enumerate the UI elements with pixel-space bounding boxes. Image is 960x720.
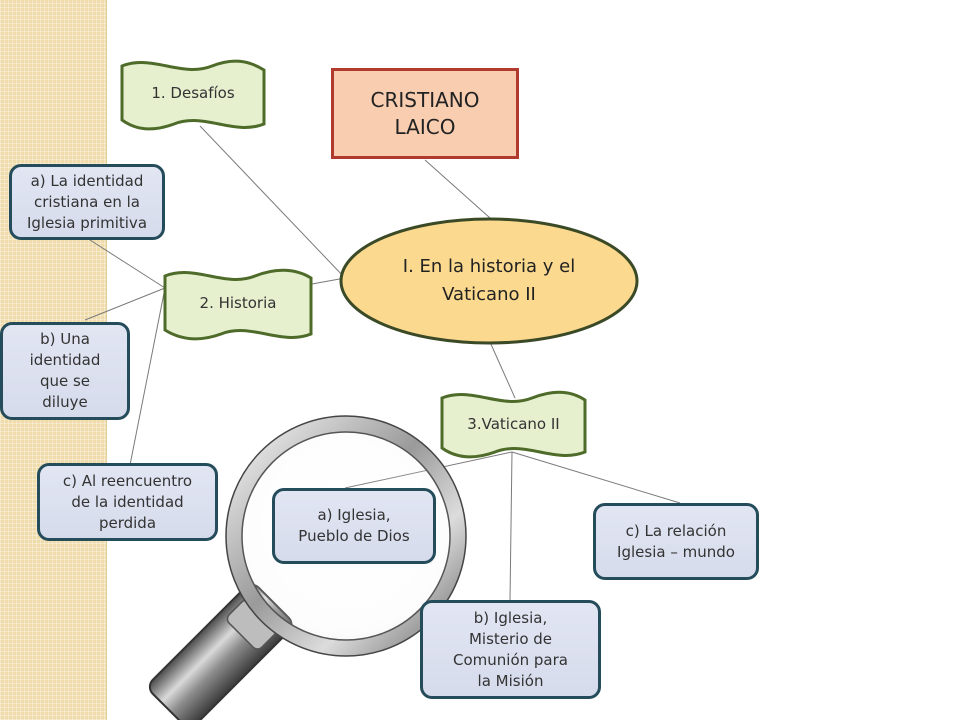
box-line: Pueblo de Dios — [298, 527, 410, 545]
box-line: Iglesia primitiva — [26, 213, 148, 232]
box-line: que se — [39, 372, 91, 390]
center-line2: Vaticano II — [442, 284, 536, 305]
box-line: Comunión para — [453, 650, 568, 669]
box-misterio-comunion: b) Iglesia, Misterio de Comunión para la… — [420, 600, 601, 699]
magnifying-glass-icon — [148, 415, 467, 720]
box-line: c) Al reencuentro — [62, 471, 193, 490]
box-line: c) La relación — [625, 521, 727, 540]
banner-historia-shape — [163, 268, 313, 341]
title-line2: LAICO — [394, 114, 456, 139]
box-line: a) Iglesia, — [317, 506, 391, 524]
box-line: diluye — [42, 393, 88, 411]
box-line: la Misión — [477, 671, 544, 690]
title-line1: CRISTIANO — [370, 87, 480, 112]
box-line: Misterio de — [468, 629, 553, 648]
box-identidad-diluye: b) Una identidad que se diluye — [0, 322, 130, 420]
box-line: Iglesia – mundo — [617, 542, 735, 561]
center-label: I. En la historia y el Vaticano II — [345, 246, 633, 316]
box-line: identidad — [29, 351, 101, 369]
box-line: de la identidad — [71, 492, 184, 511]
banner-historia-label: 2. Historia — [199, 294, 277, 312]
banner-vaticano-label: 3.Vaticano II — [467, 415, 560, 433]
box-identidad-primitiva: a) La identidad cristiana en la Iglesia … — [9, 164, 165, 240]
box-line: perdida — [98, 513, 157, 532]
box-line: cristiana en la — [34, 192, 140, 211]
box-line: a) La identidad — [30, 171, 144, 190]
title-box: CRISTIANO LAICO — [331, 68, 519, 159]
banner-desafios-label: 1. Desafíos — [151, 84, 235, 102]
box-relacion-mundo: c) La relación Iglesia – mundo — [593, 503, 759, 580]
box-line: b) Una — [40, 330, 90, 348]
banner-vaticano-shape — [440, 390, 587, 459]
box-reencuentro: c) Al reencuentro de la identidad perdid… — [37, 463, 218, 541]
banner-desafios-shape — [120, 59, 266, 131]
box-line: b) Iglesia, — [473, 608, 548, 627]
box-pueblo-de-dios: a) Iglesia, Pueblo de Dios — [272, 488, 436, 564]
center-ellipse — [339, 217, 639, 345]
center-line1: I. En la historia y el — [402, 256, 576, 277]
